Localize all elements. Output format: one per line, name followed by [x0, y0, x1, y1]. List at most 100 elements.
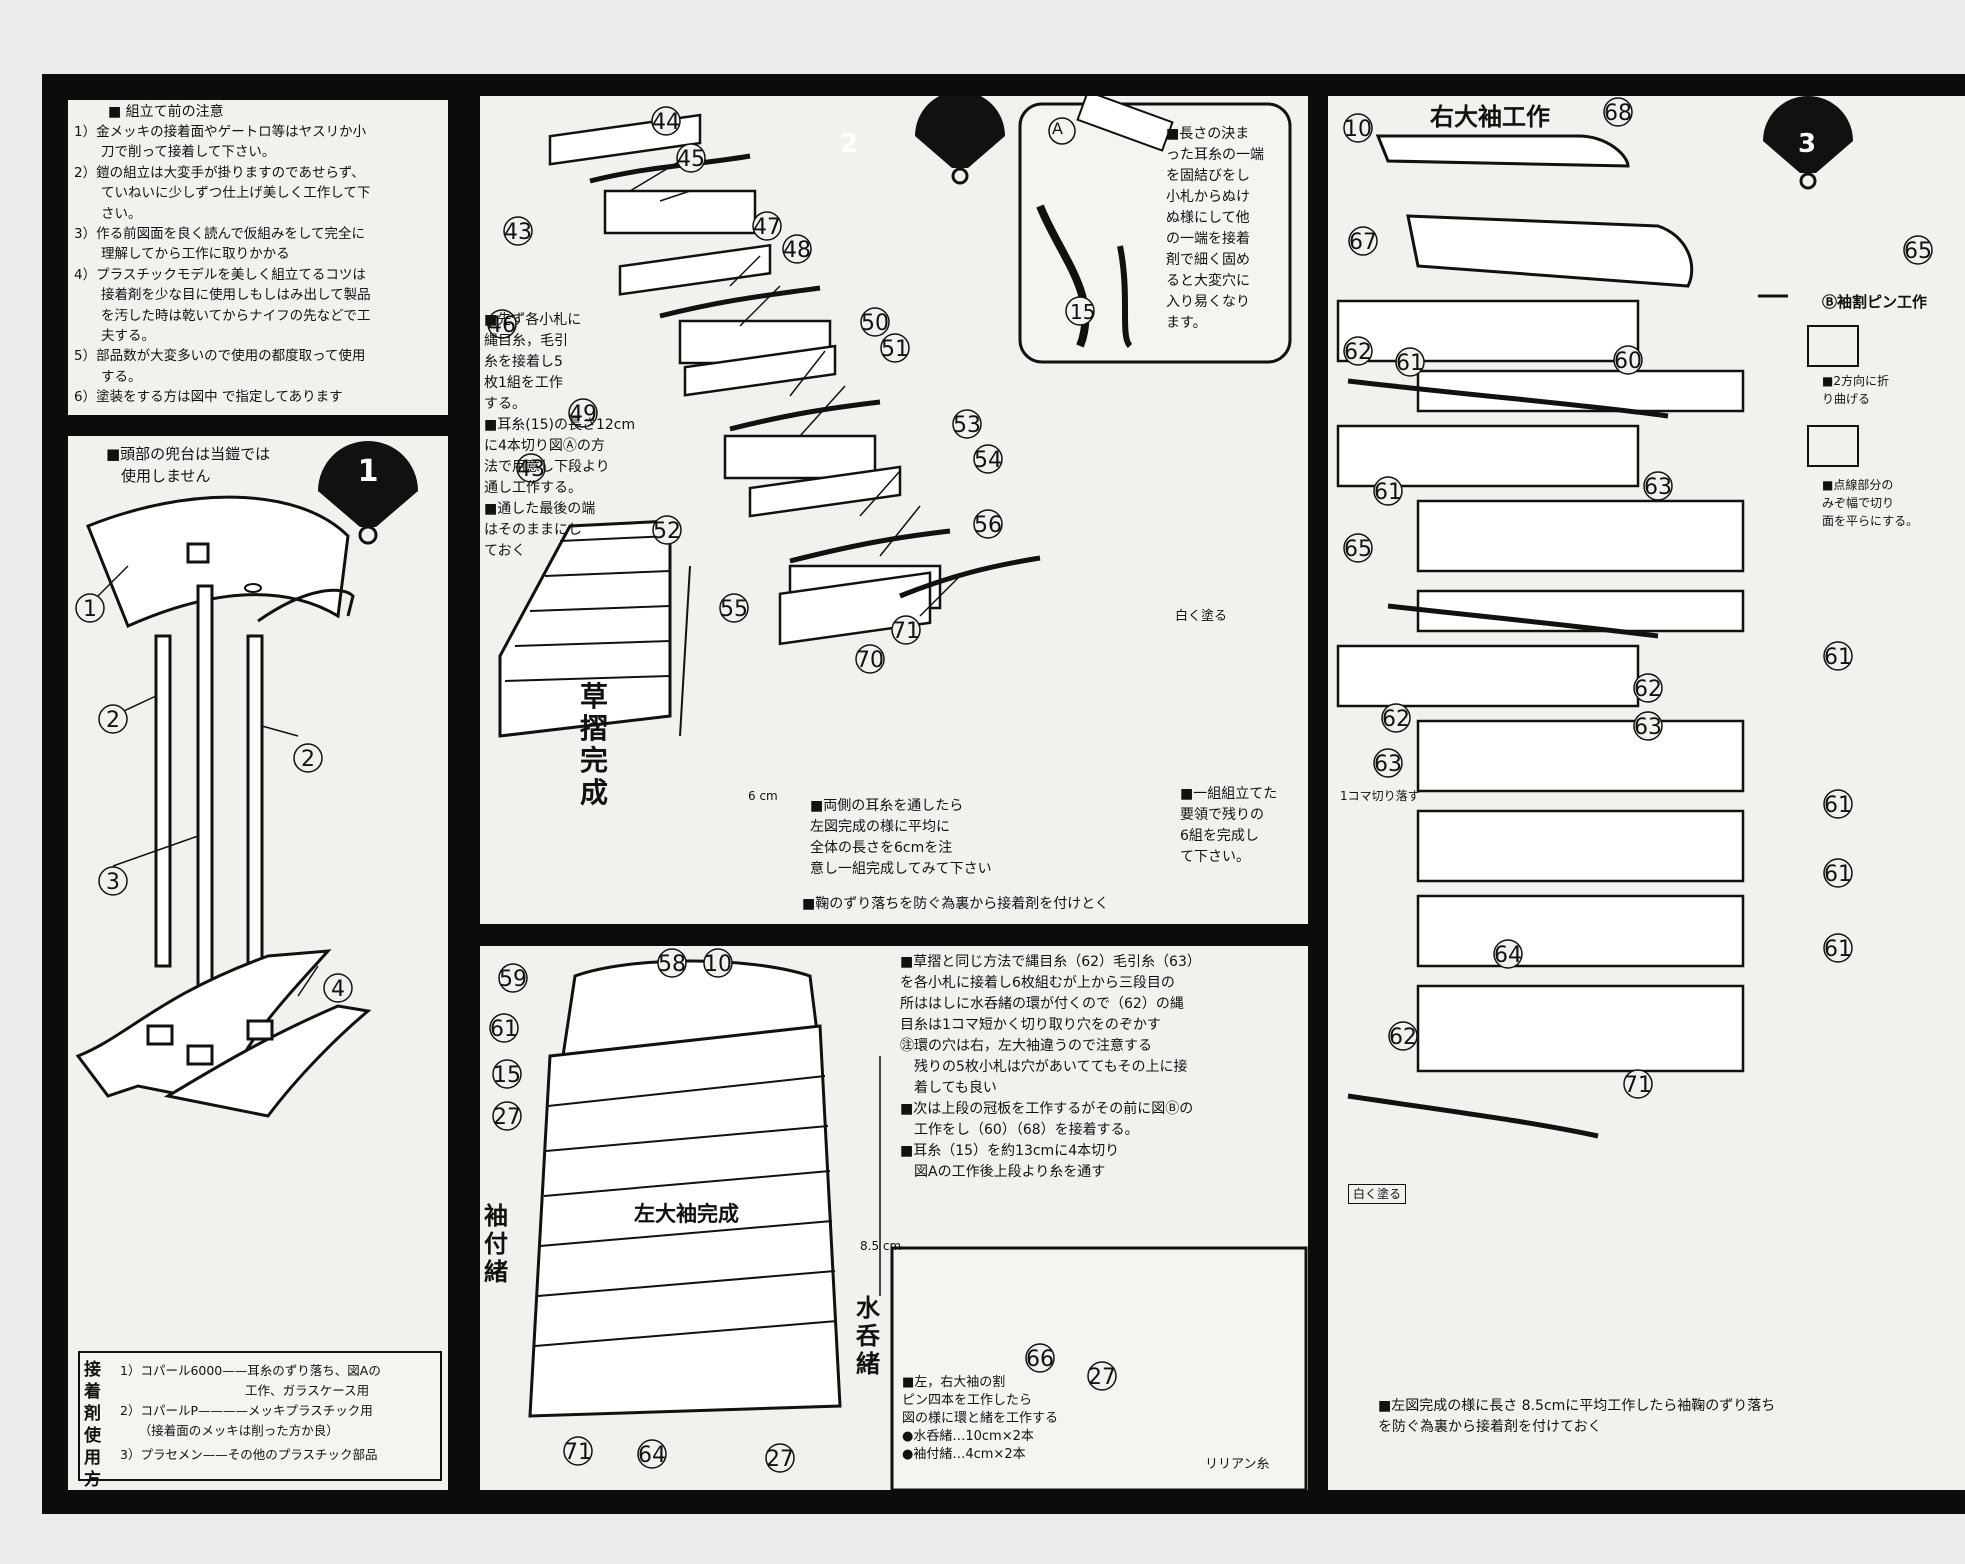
part-label: 58: [658, 952, 686, 977]
note-line: ㊟環の穴は右，左大袖違うので注意する: [900, 1038, 1152, 1054]
paint-note: 白く塗る: [1175, 609, 1228, 624]
notes-list: 1）金メッキの接着面やゲートロ等はヤスリか小 刀で削って接着して下さい。 2）鎧…: [74, 122, 371, 408]
part-label: 46: [488, 313, 516, 338]
dimension-label: 8.5 cm: [860, 1239, 902, 1253]
notes-item: 5）部品数が大変多いので使用の都度取って使用: [74, 348, 366, 365]
note-line: て下さい。: [1180, 849, 1250, 865]
part-label: 63: [1644, 475, 1672, 500]
part-label: 60: [1614, 349, 1642, 374]
part-label: 61: [1824, 937, 1852, 962]
notes-item: 3）作る前図面を良く読んで仮組みをして完全に: [74, 226, 366, 243]
part-label: 45: [677, 147, 705, 172]
part-label: 50: [861, 311, 889, 336]
note-line: 剤で細く固め: [1166, 252, 1250, 268]
part-label: 62: [1382, 707, 1410, 732]
note-line: の一端を接着: [1166, 231, 1250, 247]
note-line: 通し工作する。: [484, 480, 582, 496]
part-label: 10: [1344, 117, 1372, 142]
step3-title: 右大袖工作: [1430, 103, 1550, 131]
step2-glue-note: ■鞠のずり落ちを防ぐ為裏から接着剤を付けとく: [802, 896, 1109, 912]
adhesive-line: 2）コパールP————メッキプラスチック用: [120, 1403, 373, 1418]
note-line: はそのままにし: [484, 522, 582, 538]
note-line: ●水呑緒…10cm×2本: [902, 1429, 1034, 1444]
fan-number: 1: [358, 454, 379, 489]
note-line: する。: [484, 396, 526, 412]
adhesive-line: 3）プラセメン——その他のプラスチック部品: [120, 1447, 378, 1462]
note-line: ておく: [484, 543, 526, 559]
note-line: を各小札に接着し6枚組むが上から三段目の: [900, 975, 1175, 991]
fan-number: 3: [1798, 129, 1817, 159]
part-label: 10: [704, 952, 732, 977]
part-label: 61: [1824, 645, 1852, 670]
note-line: みぞ幅で切り: [1822, 496, 1895, 510]
inset-a-label: A: [1052, 119, 1063, 138]
part-label: 66: [1026, 1347, 1054, 1372]
note-line: 残りの5枚小札は穴があいててもその上に接: [900, 1059, 1188, 1075]
note-line: 面を平らにする。: [1822, 514, 1919, 528]
notes-item: 接着剤を少な目に使用しもしはみ出して製品: [74, 287, 371, 304]
notes-item: 6）塗装をする方は図中 で指定してあります: [74, 389, 343, 406]
notes-item: 理解してから工作に取りかかる: [74, 246, 290, 263]
inset-a-box: [1018, 102, 1292, 364]
note-line: ■次は上段の冠板を工作するがその前に図Ⓑの: [900, 1101, 1194, 1117]
note-line: 糸を接着し5: [484, 354, 563, 370]
note-line: 枚1組を工作: [484, 375, 563, 391]
part-label: 65: [1904, 239, 1932, 264]
part-label: 67: [1349, 230, 1377, 255]
part-label: 52: [653, 519, 681, 544]
note-line: 左図完成の様に平均に: [810, 819, 950, 835]
part-label: 61: [490, 1017, 518, 1042]
part-label: 44: [652, 110, 680, 135]
part-label: 61: [1824, 793, 1852, 818]
part-label: 2: [301, 747, 315, 772]
note-line: を防ぐ為裏から接着剤を付けておく: [1378, 1419, 1602, 1435]
note-line: 入り易くなり: [1166, 294, 1250, 310]
sleeve-tie-label: 袖付緒: [484, 1202, 508, 1286]
part-label: 49: [569, 402, 597, 427]
note-line: ■耳糸（15）を約13cmに4本切り: [900, 1143, 1120, 1159]
part-label: 63: [1634, 715, 1662, 740]
notes-item: ていねいに少しずつ仕上げ美しく工作して下: [74, 185, 371, 202]
part-label: 70: [856, 648, 884, 673]
step2-left-note: ■先ず各小札に 縄目糸，毛引 糸を接着し5 枚1組を工作 する。 ■耳糸(15)…: [484, 310, 635, 562]
note-line: を固結びをし: [1166, 168, 1250, 184]
part-label: 64: [1494, 943, 1522, 968]
part-label: 2: [106, 708, 120, 733]
dimension-label: 6 cm: [748, 789, 778, 803]
pin-note2: ■点線部分の みぞ幅で切り 面を平らにする。: [1822, 476, 1918, 530]
note-line: 意し一組完成してみて下さい: [810, 861, 992, 877]
part-label: 68: [1604, 101, 1632, 126]
notes-heading: ■ 組立て前の注意: [108, 104, 224, 120]
left-sleeve-note: ■草摺と同じ方法で縄目糸（62）毛引糸（63） を各小札に接着し6枚組むが上から…: [900, 952, 1201, 1183]
part-label: 1: [83, 597, 97, 622]
cut-note: 1コマ切り落す: [1340, 789, 1420, 803]
note-line: 所ははしに水呑緒の環が付くので（62）の縄: [900, 996, 1184, 1012]
note-line: に4本切り図Ⓐの方: [484, 438, 605, 454]
left-sleeve-panel: 59 58 10 61 15 27 71 64 27 66 27 左大袖完成 袖…: [480, 946, 1308, 1490]
part-label: 15: [1070, 300, 1096, 324]
step1-stand-drawing: 1 1: [75, 441, 418, 1118]
step2-right-note: ■一組組立てた 要領で残りの 6組を完成し て下さい。: [1180, 784, 1277, 868]
note-line: った耳糸の一端: [1166, 147, 1264, 163]
part-label: 65: [1344, 537, 1372, 562]
note-line: 要領で残りの: [1180, 807, 1264, 823]
note-line: ■一組組立てた: [1180, 786, 1278, 802]
note-line: 法で用意し下段より: [484, 459, 610, 475]
part-label: 62: [1634, 677, 1662, 702]
note-line: ■左図完成の様に長さ 8.5cmに平均工作したら袖鞠のずり落ち: [1378, 1398, 1776, 1414]
part-label: 43: [504, 220, 532, 245]
part-label: 54: [974, 448, 1002, 473]
notes-item: さい。: [74, 205, 142, 222]
note-line: ●袖付緒…4cm×2本: [902, 1447, 1026, 1462]
part-label: 27: [1088, 1365, 1116, 1390]
notes-item: を汚した時は乾いてからナイフの先などで工: [74, 307, 371, 324]
step1-note-line: ■頭部の兜台は当鎧では: [106, 445, 271, 463]
part-label: 43: [517, 457, 545, 482]
note-line: ると大変穴に: [1166, 273, 1250, 289]
part-label: 56: [974, 513, 1002, 538]
note-line: ■耳糸(15)の長さ12cm: [484, 417, 636, 433]
step2-panel: 44 45 43 47 48 46 50 51 49 53 54 52 56 5…: [480, 96, 1308, 924]
note-line: ■点線部分の: [1822, 478, 1894, 492]
thread-note: リリアン糸: [1205, 1457, 1270, 1472]
note-line: 着しても良い: [900, 1080, 997, 1096]
